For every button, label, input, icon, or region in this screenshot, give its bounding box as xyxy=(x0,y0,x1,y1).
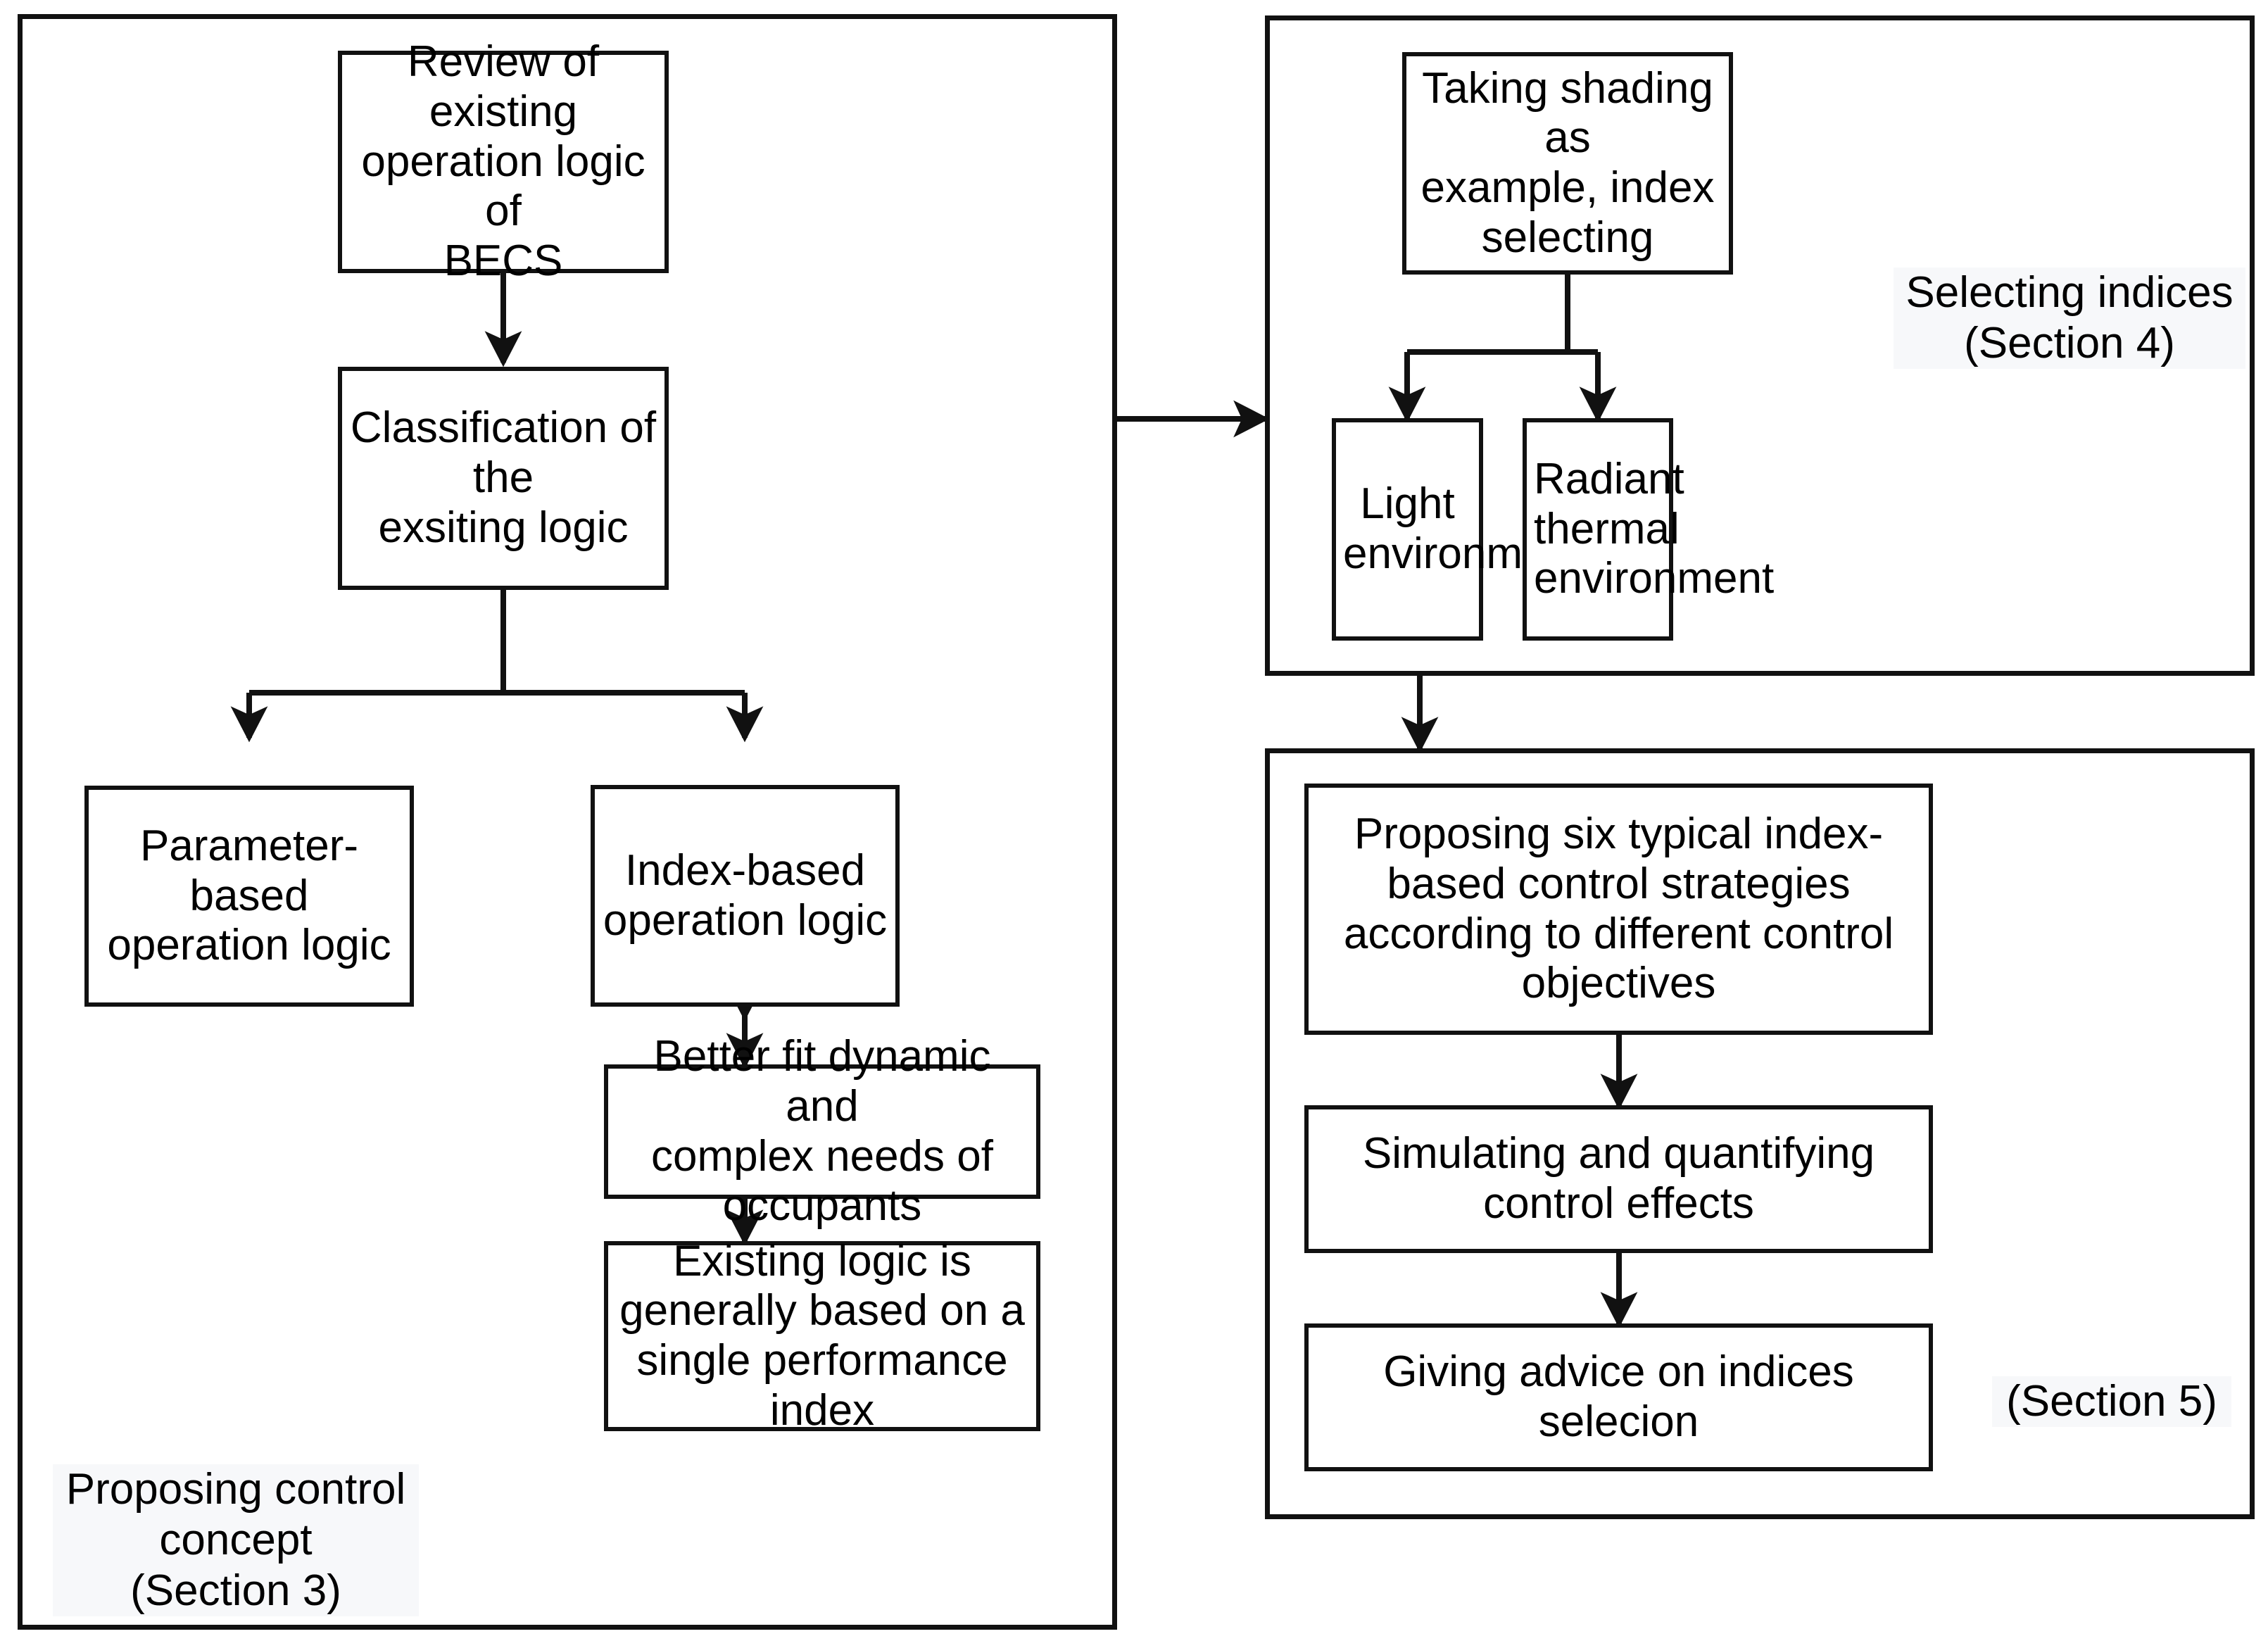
node-taking-shading-label: Taking shading as example, index selecti… xyxy=(1420,63,1715,262)
node-simulating-label: Simulating and quantifying control effec… xyxy=(1362,1129,1875,1228)
node-better-fit-label: Better fit dynamic and complex needs of … xyxy=(651,1032,993,1231)
node-simulating[interactable]: Simulating and quantifying control effec… xyxy=(1304,1105,1933,1253)
node-classification-label: Classification of the exsiting logic xyxy=(350,403,657,552)
section-label-5: (Section 5) xyxy=(1992,1376,2231,1427)
node-index-based-label: Index-based operation logic xyxy=(603,845,888,945)
node-radiant-thermal-label: Radiant thermal environment xyxy=(1534,454,1775,603)
node-index-based[interactable]: Index-based operation logic xyxy=(591,785,900,1007)
node-taking-shading[interactable]: Taking shading as example, index selecti… xyxy=(1402,52,1733,275)
node-review-becs[interactable]: Review of existing operation logic of BE… xyxy=(338,37,669,285)
node-classification[interactable]: Classification of the exsiting logic xyxy=(338,367,669,590)
node-better-fit[interactable]: Better fit dynamic and complex needs of … xyxy=(604,1032,1040,1230)
node-giving-advice-label: Giving advice on indices selecion xyxy=(1383,1347,1854,1446)
node-light-environment[interactable]: Light environment xyxy=(1332,418,1584,641)
panel-section-5 xyxy=(1265,748,2255,1519)
node-existing-logic[interactable]: Existing logic is generally based on a s… xyxy=(604,1237,1040,1435)
section-label-3: Proposing control concept (Section 3) xyxy=(53,1464,419,1616)
node-proposing-six-label: Proposing six typical index- based contr… xyxy=(1343,810,1894,1008)
panel-section-4 xyxy=(1265,15,2255,676)
node-review-becs-label: Review of existing operation logic of BE… xyxy=(361,37,645,286)
node-parameter-based-label: Parameter-based operation logic xyxy=(107,821,391,970)
node-parameter-based[interactable]: Parameter-based operation logic xyxy=(84,786,414,1007)
node-light-environment-label: Light environment xyxy=(1343,479,1584,578)
node-radiant-thermal[interactable]: Radiant thermal environment xyxy=(1523,418,1775,641)
panel-section-3 xyxy=(18,14,1117,1630)
section-label-4: Selecting indices (Section 4) xyxy=(1894,268,2245,369)
node-existing-logic-label: Existing logic is generally based on a s… xyxy=(619,1236,1025,1435)
node-giving-advice[interactable]: Giving advice on indices selecion xyxy=(1304,1323,1933,1471)
node-proposing-six[interactable]: Proposing six typical index- based contr… xyxy=(1304,784,1933,1035)
